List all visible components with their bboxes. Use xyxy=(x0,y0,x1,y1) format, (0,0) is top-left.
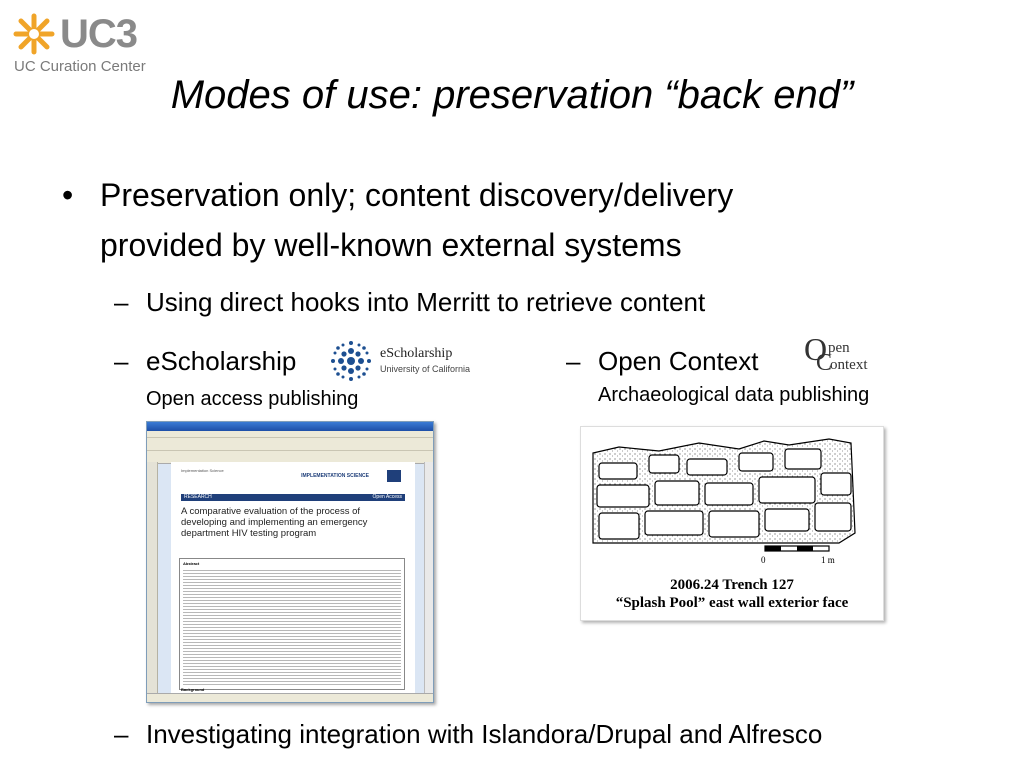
window-titlebar xyxy=(147,422,433,431)
escholarship-dots-icon xyxy=(331,341,371,381)
opencontext-label: Open Context xyxy=(598,346,759,376)
figure-caption-wall: “Splash Pool” east wall exterior face xyxy=(615,595,849,611)
escholarship-label: eScholarship xyxy=(146,346,297,376)
escholarship-logo-title: eScholarship xyxy=(380,346,453,361)
journal-citation: Implementation Science xyxy=(181,468,224,473)
main-bullet-text: Preservation only; content discovery/del… xyxy=(100,177,734,263)
abstract-heading: Abstract xyxy=(183,561,200,566)
dash-icon: – xyxy=(114,719,129,749)
figure-caption-trench: 2006.24 Trench 127 xyxy=(670,577,794,593)
opencontext-caption: Archaeological data publishing xyxy=(598,384,870,406)
escholarship-caption: Open access publishing xyxy=(146,388,359,410)
abstract-text-lines xyxy=(183,568,401,686)
journal-logo-icon xyxy=(387,470,401,482)
research-label: RESEARCH xyxy=(184,494,212,500)
toolbar xyxy=(147,438,433,451)
background-heading: Background xyxy=(181,687,205,692)
scale-one-meter: 1 m xyxy=(821,555,835,565)
opencontext-logo-o: O xyxy=(804,331,828,367)
escholarship-logo-subtitle: University of California xyxy=(380,364,471,374)
pdf-viewer-screenshot: Implementation Science IMPLEMENTATION SC… xyxy=(146,421,434,703)
open-access-label: Open Access xyxy=(372,494,402,500)
logo-wordmark: UC3 xyxy=(60,12,138,56)
scrollbar xyxy=(424,462,433,694)
research-banner: RESEARCH Open Access xyxy=(181,494,405,501)
pdf-page: Implementation Science IMPLEMENTATION SC… xyxy=(171,462,415,694)
sub-bullet-text: Using direct hooks into Merritt to retri… xyxy=(146,287,706,317)
scale-zero: 0 xyxy=(761,555,766,565)
dash-icon: – xyxy=(566,346,581,376)
escholarship-logo: eScholarship University of California xyxy=(330,340,470,382)
sub-bullet-text: Investigating integration with Islandora… xyxy=(146,719,823,749)
menu-bar xyxy=(147,431,433,438)
dash-icon: – xyxy=(114,287,129,317)
journal-logo-text: IMPLEMENTATION SCIENCE xyxy=(301,473,369,479)
abstract-box: Abstract xyxy=(179,558,405,690)
uc3-logo: UC3 UC Curation Center xyxy=(12,10,162,80)
slide-title: Modes of use: preservation “back end” xyxy=(170,73,854,117)
opencontext-logo-line2: ontext xyxy=(830,357,868,373)
opencontext-logo: O pen C ontext xyxy=(804,331,884,377)
paper-title: A comparative evaluation of the process … xyxy=(181,506,368,539)
logo-subtitle: UC Curation Center xyxy=(14,58,146,75)
opencontext-logo-line1: pen xyxy=(828,340,850,356)
trench-wall-drawing: 0 1 m 2006.24 Trench 127 “Splash Pool” e… xyxy=(580,426,884,621)
status-bar xyxy=(147,693,433,702)
side-panel xyxy=(147,462,158,694)
sunburst-icon xyxy=(13,13,55,55)
opencontext-logo-c: C xyxy=(816,350,833,376)
bullet-dot-icon: • xyxy=(62,177,74,213)
dash-icon: – xyxy=(114,346,129,376)
stone-wall-illustration xyxy=(592,438,856,552)
